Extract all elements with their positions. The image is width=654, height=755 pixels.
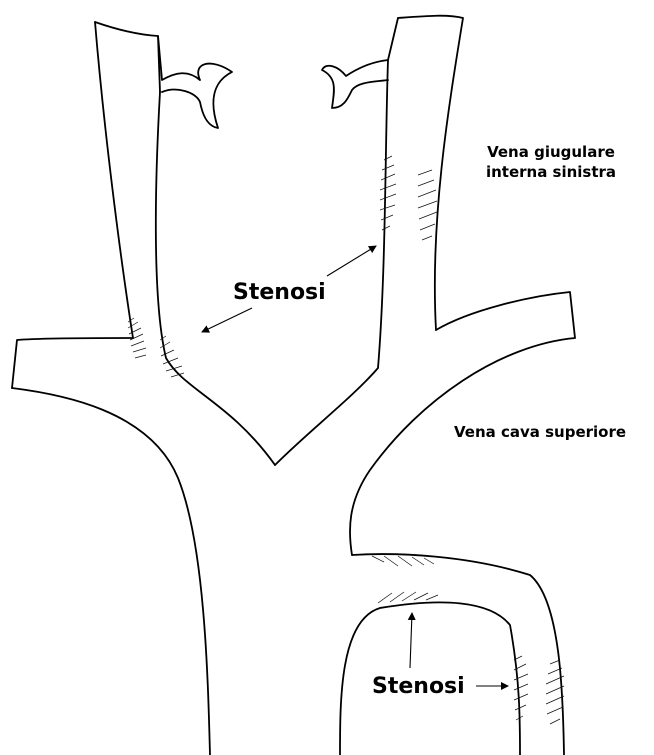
arrow-to-left-confluence-stenosis bbox=[202, 308, 252, 332]
stenosi-label-bottom: Stenosi bbox=[372, 674, 465, 700]
arrow-to-right-jugular-stenosis bbox=[327, 246, 376, 276]
cava-outer-wall bbox=[352, 554, 564, 755]
cava-label: Vena cava superiore bbox=[454, 422, 626, 442]
right-jugular-branch bbox=[322, 60, 388, 108]
stenosi-label-top: Stenosi bbox=[233, 280, 326, 306]
jugular-label-line2: interna sinistra bbox=[476, 162, 626, 182]
stenosis-hatch-right-inner bbox=[380, 156, 396, 230]
left-subclavian-upper bbox=[12, 338, 133, 388]
stenosis-hatch-cava-top bbox=[372, 556, 434, 566]
left-jugular-top bbox=[95, 22, 160, 92]
jugular-label-line1: Vena giugulare bbox=[476, 142, 626, 162]
right-jugular-top bbox=[388, 18, 398, 60]
arrow-to-cava-top-stenosis bbox=[410, 613, 412, 668]
left-jugular-outer-wall bbox=[95, 22, 133, 338]
left-jugular-inner-wall bbox=[156, 92, 275, 465]
left-brachiocephalic-wall bbox=[12, 388, 210, 755]
stenosis-hatch-inner-top bbox=[378, 592, 438, 603]
left-jugular-branch bbox=[158, 36, 232, 128]
right-jugular-inner-wall bbox=[275, 60, 388, 465]
right-jugular-outer-wall bbox=[398, 16, 463, 330]
stenosis-hatch-right-outer bbox=[418, 170, 437, 240]
